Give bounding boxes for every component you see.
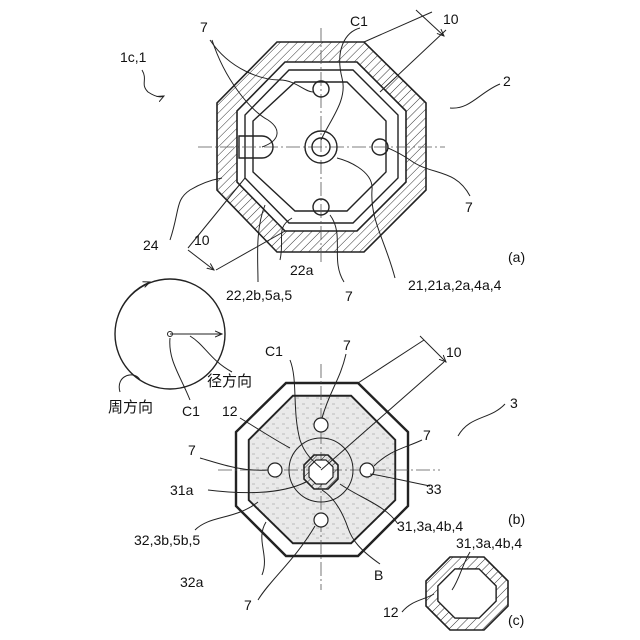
part22a-label: 22a (290, 262, 314, 278)
hole7-right-b-label: 7 (423, 427, 431, 443)
part31-b-label: 31,3a,4b,4 (397, 518, 463, 534)
leader-c1-legend (170, 338, 190, 400)
leader-2 (450, 84, 500, 108)
part31-c-label: 31,3a,4b,4 (456, 535, 522, 551)
dim-arrow-top (416, 10, 444, 36)
part24-label: 24 (143, 237, 159, 253)
hole7-top-label: 7 (200, 19, 208, 35)
device-label: 1c,1 (120, 49, 147, 65)
c1-b-label: C1 (265, 343, 283, 359)
pointB-label: B (374, 567, 383, 583)
hole7-bottom-label: 7 (345, 288, 353, 304)
leader-24 (170, 178, 222, 240)
panel-a-label: (a) (508, 249, 525, 265)
hole-bottom-b (314, 513, 328, 527)
dim-ext-top2 (380, 30, 446, 92)
part32a-label: 32a (180, 574, 204, 590)
part3-label: 3 (510, 395, 518, 411)
circum-label: 周方向 (108, 398, 153, 416)
device-arrow (142, 70, 164, 97)
hole-top-b (314, 418, 328, 432)
part32-label: 32,3b,5b,5 (134, 532, 200, 548)
part21-label: 21,21a,2a,4a,4 (408, 277, 502, 293)
panel-b-label: (b) (508, 511, 525, 527)
c1-legend-label: C1 (182, 403, 200, 419)
hole7-left-b-label: 7 (188, 442, 196, 458)
hole7-bottom-b-label: 7 (244, 597, 252, 613)
c1-label-a: C1 (350, 13, 368, 29)
dim10-b-label: 10 (446, 344, 462, 360)
panel-c-label: (c) (508, 612, 524, 628)
dim10-top-label: 10 (443, 11, 459, 27)
hole7-right-label: 7 (465, 199, 473, 215)
center-octagon-b-inner (309, 460, 333, 484)
part12-b-label: 12 (222, 403, 238, 419)
dim-ext-top (364, 12, 432, 42)
inner-octagon (245, 70, 398, 223)
dim-arrow-b (420, 336, 446, 362)
radial-label: 径方向 (207, 372, 252, 390)
part12-c-label: 12 (383, 604, 399, 620)
dim10-bottom-label: 10 (194, 232, 210, 248)
leader-radial (190, 336, 232, 372)
leader-3 (458, 404, 505, 436)
dim-arrow-bottom (188, 250, 214, 270)
part2-label: 2 (503, 73, 511, 89)
part22-label: 22,2b,5a,5 (226, 287, 292, 303)
part31a-label: 31a (170, 482, 194, 498)
part33-label: 33 (426, 481, 442, 497)
hole-left-b (268, 463, 282, 477)
figure-a: 10 10 C1 7 2 7 24 22a 22,2b,5a,5 7 21,21… (120, 10, 525, 304)
figure-c: 31,3a,4b,4 12 (c) (383, 535, 524, 630)
hole7-top-b-label: 7 (343, 337, 351, 353)
hole-right-b (360, 463, 374, 477)
circum-arrow (118, 282, 150, 316)
dim-ext-b1 (358, 340, 424, 383)
